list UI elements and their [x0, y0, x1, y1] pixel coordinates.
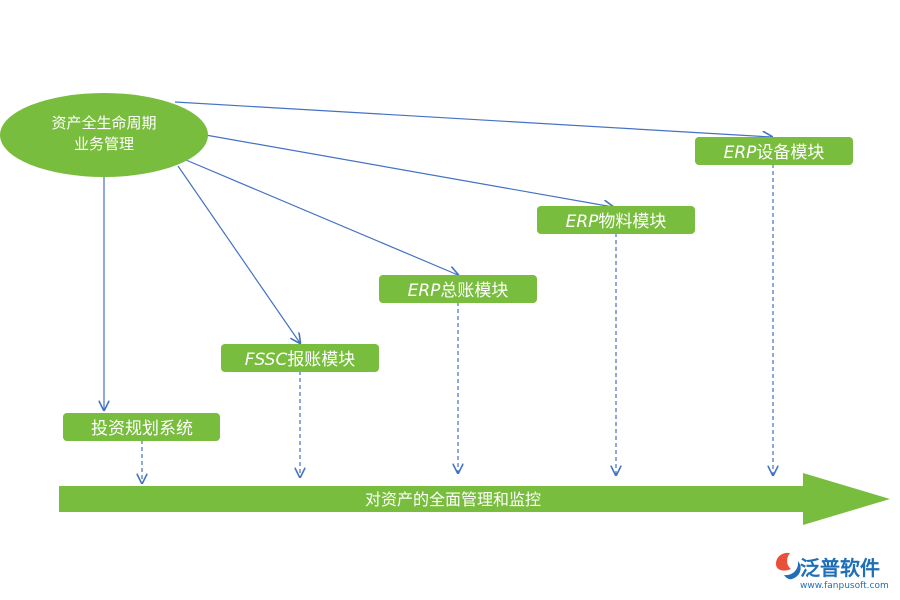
root-label-line1: 资产全生命周期 — [51, 114, 156, 132]
connector-root-equipment — [174, 101, 772, 137]
banner-label: 对资产的全面管理和监控 — [365, 490, 541, 509]
module-fssc-cn: 报账模块 — [287, 350, 355, 370]
module-equipment: ERP设备模块 — [695, 137, 853, 165]
logo-icon — [776, 552, 801, 580]
logo-url: www.fanpusoft.com — [800, 581, 889, 591]
module-fssc-text: FSSC报账模块 — [245, 350, 356, 370]
module-material-cn: 物料模块 — [598, 212, 666, 232]
connector-root-gl — [185, 159, 458, 275]
connector-root-fssc — [177, 165, 300, 343]
module-equipment-latin: ERP — [724, 143, 758, 163]
module-gl-text: ERP总账模块 — [408, 281, 509, 301]
banner-arrow: 对资产的全面管理和监控 — [59, 473, 890, 525]
module-gl-cn: 总账模块 — [440, 281, 508, 301]
module-equipment-cn: 设备模块 — [756, 143, 824, 163]
logo-name: 泛普软件 — [800, 556, 880, 580]
root-label-line2: 业务管理 — [74, 135, 134, 153]
module-fssc-latin: FSSC — [245, 350, 288, 370]
module-equipment-text: ERP设备模块 — [724, 143, 825, 163]
module-material-latin: ERP — [566, 212, 600, 232]
root-node: 资产全生命周期 业务管理 — [0, 93, 208, 177]
logo: 泛普软件 www.fanpusoft.com — [776, 552, 889, 591]
module-gl: ERP总账模块 — [379, 275, 537, 303]
module-invest-label: 投资规划系统 — [91, 419, 193, 439]
module-material-text: ERP物料模块 — [566, 212, 667, 232]
module-fssc: FSSC报账模块 — [221, 344, 379, 372]
connector-root-material — [199, 133, 613, 207]
module-invest: 投资规划系统 — [63, 413, 220, 441]
module-gl-latin: ERP — [408, 281, 442, 301]
module-material: ERP物料模块 — [537, 206, 695, 234]
